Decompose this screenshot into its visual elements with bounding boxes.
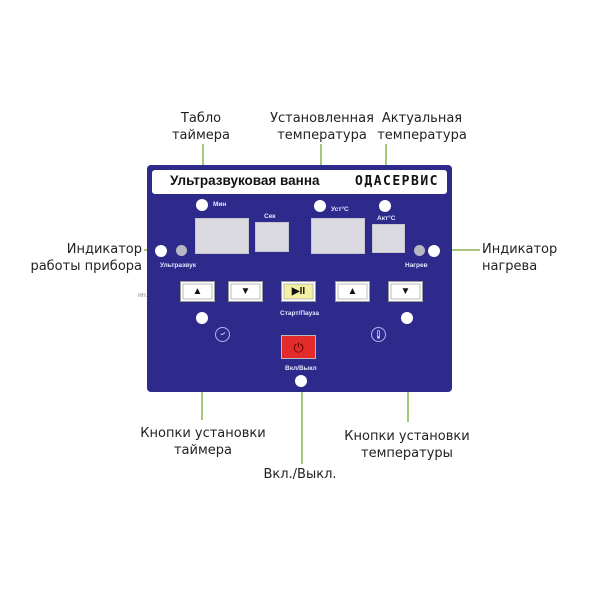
timer-display-marker: [196, 199, 208, 211]
sec-label: Сек: [264, 213, 276, 220]
ultrasound-indicator-led: [176, 245, 187, 256]
heating-indicator-marker: [428, 245, 440, 257]
callout-device-indicator: Индикатор работы прибора: [0, 241, 142, 275]
callout-text: работы прибора: [30, 259, 142, 274]
seconds-display: [255, 222, 289, 252]
arrow-up-icon: ▲: [192, 285, 203, 297]
timer-down-button[interactable]: ▼: [228, 281, 263, 302]
callout-text: температуры: [361, 446, 453, 461]
thermometer-icon: [371, 327, 386, 342]
callout-text: температура: [277, 128, 367, 143]
arrow-down-icon: ▼: [240, 285, 251, 297]
play-pause-icon: ▶II: [291, 285, 306, 297]
temp-up-button[interactable]: ▲: [335, 281, 370, 302]
temp-buttons-marker: [401, 312, 413, 324]
on-off-label: Вкл/Выкл: [285, 365, 317, 372]
callout-actual-temperature: Актуальная температура: [377, 110, 467, 144]
temp-down-button[interactable]: ▼: [388, 281, 423, 302]
panel-title: Ультразвуковая ванна: [170, 173, 320, 188]
device-indicator-marker: [155, 245, 167, 257]
power-button[interactable]: ⏻: [281, 335, 316, 359]
minutes-display: [195, 218, 249, 254]
callout-timer-buttons: Кнопки установки таймера: [138, 425, 268, 459]
power-button-marker: [295, 375, 307, 387]
callout-text: Кнопки установки: [140, 426, 266, 441]
set-temperature-display: [311, 218, 365, 254]
callout-text: Вкл./Выкл.: [263, 467, 337, 482]
stray-text: ин.: [138, 292, 148, 299]
clock-icon: [215, 327, 230, 342]
callout-heating-indicator: Индикатор нагрева: [482, 241, 592, 275]
callout-text: Установленная: [270, 111, 374, 126]
actual-temperature-display: [372, 224, 405, 253]
start-pause-label: Старт/Пауза: [280, 310, 319, 317]
callout-text: нагрева: [482, 259, 538, 274]
heating-label: Нагрев: [405, 262, 428, 269]
callout-text: Индикатор: [66, 242, 142, 257]
callout-text: Табло: [180, 111, 222, 126]
callout-text: таймера: [171, 128, 230, 143]
callout-text: Актуальная: [381, 111, 463, 126]
callout-power: Вкл./Выкл.: [255, 466, 345, 483]
timer-up-button[interactable]: ▲: [180, 281, 215, 302]
callout-text: температура: [377, 128, 467, 143]
act-temp-label: Акт°С: [377, 215, 396, 222]
brand-logo: ОДАСЕРВИС: [355, 174, 439, 189]
min-label: Мин: [213, 201, 227, 208]
leader-line: [436, 249, 480, 251]
heating-indicator-led: [414, 245, 425, 256]
callout-temperature-buttons: Кнопки установки температуры: [342, 428, 472, 462]
title-bar: Ультразвуковая ванна ОДАСЕРВИС: [152, 170, 447, 194]
power-icon: ⏻: [293, 339, 304, 355]
ultrasound-label: Ультразвук: [160, 262, 196, 269]
leader-line: [301, 382, 303, 464]
timer-buttons-marker: [196, 312, 208, 324]
callout-text: Индикатор: [482, 242, 558, 257]
callout-set-temperature: Установленная температура: [267, 110, 377, 144]
arrow-down-icon: ▼: [400, 285, 411, 297]
callout-text: Кнопки установки: [344, 429, 470, 444]
set-temp-label: Уст°С: [331, 206, 349, 213]
set-temp-marker: [314, 200, 326, 212]
control-panel: Ультразвуковая ванна ОДАСЕРВИС Мин Сек У…: [147, 165, 452, 392]
callout-timer-display: Табло таймера: [171, 110, 231, 144]
arrow-up-icon: ▲: [347, 285, 358, 297]
act-temp-marker: [379, 200, 391, 212]
callout-text: таймера: [173, 443, 232, 458]
start-pause-button[interactable]: ▶II: [281, 281, 316, 302]
